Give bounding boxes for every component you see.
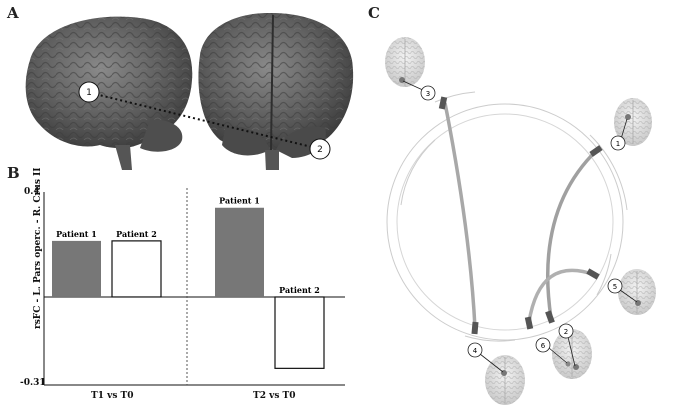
group-label-t1: T1 vs T0 (91, 391, 134, 401)
marker-1-label: 1 (86, 88, 92, 98)
connection-line (90, 92, 321, 150)
node-3: 3 (385, 37, 436, 101)
bar-2-patient-1 (215, 207, 264, 297)
node-5: 5 (607, 269, 656, 315)
brain-renderings: 1 2 (25, 12, 354, 170)
panel-a-label: A (7, 4, 19, 22)
bar-chart: Patient 1 Patient 2 Patient 1 Patient 2 (43, 188, 345, 386)
bar-label-2-1: Patient 1 (219, 196, 260, 206)
marker-2-label: 2 (317, 145, 323, 155)
panel-b-label: B (7, 164, 20, 182)
node-4: 4 (467, 342, 525, 405)
posterior-brain-view (198, 12, 354, 170)
marker-2: 2 (309, 138, 331, 160)
bar-label-1-1: Patient 1 (56, 229, 97, 239)
connection-1-2 (545, 148, 599, 319)
ring (386, 91, 628, 342)
node-2-6: 2 6 (535, 323, 592, 379)
group-label-t2: T2 vs T0 (253, 391, 296, 401)
panel-c-label: C (368, 4, 380, 22)
y-tick-top: 0.4 (24, 187, 40, 197)
node-5-label: 5 (613, 283, 617, 291)
y-tick-bottom: -0.31 (20, 378, 46, 388)
node-6-label: 6 (541, 342, 546, 350)
bar-1-patient-1 (52, 240, 101, 297)
node-2-label: 2 (564, 328, 568, 336)
node-4-label: 4 (473, 347, 478, 355)
bar-label-2-2: Patient 2 (279, 285, 320, 295)
connection-5-6 (527, 268, 596, 323)
connection-3-4 (443, 102, 477, 329)
node-1: 1 (610, 98, 652, 151)
lateral-brain-view (25, 16, 193, 170)
connectogram: 3 1 5 2 6 4 (385, 37, 656, 405)
bar-label-1-2: Patient 2 (116, 229, 157, 239)
node-1-label: 1 (616, 140, 620, 148)
marker-1: 1 (78, 81, 100, 103)
node-3-label: 3 (426, 90, 430, 98)
node-ticks (438, 96, 603, 335)
bar-1-patient-2 (111, 240, 162, 298)
bar-2-patient-2 (274, 296, 325, 369)
